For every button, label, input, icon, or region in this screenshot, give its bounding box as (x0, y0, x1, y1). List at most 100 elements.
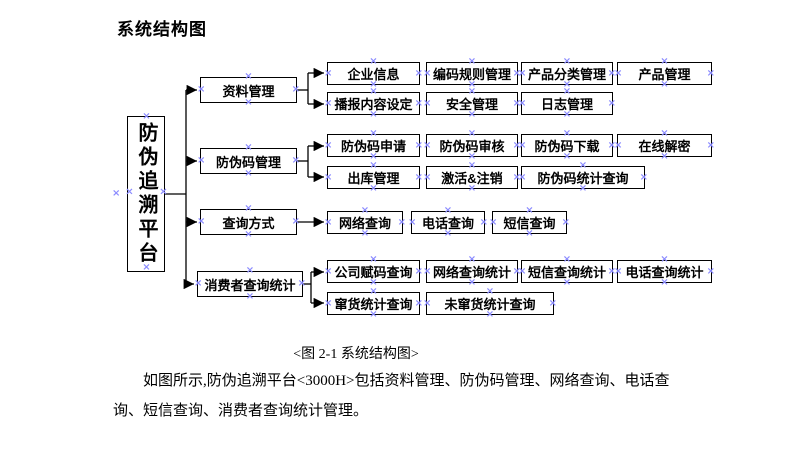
anchor-x-icon: × (578, 183, 588, 194)
anchor-x-icon: × (512, 171, 521, 183)
anchor-x-icon: × (485, 309, 495, 320)
anchor-x-icon: × (414, 97, 423, 109)
anchor-x-icon: × (561, 216, 570, 228)
child-node: 防伪码统计查询×××× (518, 160, 648, 194)
anchor-x-icon: × (324, 67, 333, 79)
child-node: 防伪码下载×××× (518, 128, 616, 162)
anchor-x-icon: × (414, 297, 423, 309)
child-node: 网络查询×××× (324, 205, 406, 239)
anchor-x-icon: × (423, 297, 432, 309)
anchor-x-icon: × (369, 86, 378, 97)
anchor-x-icon: × (614, 67, 623, 79)
anchor-x-icon: × (614, 139, 623, 151)
anchor-x-icon: × (467, 128, 477, 139)
anchor-x-icon: × (706, 139, 715, 151)
anchor-x-icon: × (423, 171, 432, 183)
anchor-x-icon: × (562, 79, 572, 90)
anchor-x-icon: × (467, 56, 477, 67)
child-node: 短信查询统计×××× (518, 254, 616, 288)
anchor-x-icon: × (414, 139, 423, 151)
anchor-x-icon: × (562, 128, 572, 139)
anchor-x-icon: × (562, 86, 572, 97)
anchor-x-icon: × (244, 203, 253, 214)
anchor-x-icon: × (562, 56, 572, 67)
anchor-x-icon: × (660, 128, 669, 139)
anchor-x-icon: × (518, 171, 527, 183)
anchor-x-icon: × (489, 216, 498, 228)
anchor-x-icon: × (414, 171, 423, 183)
anchor-x-icon: × (360, 228, 370, 239)
anchor-x-icon: × (660, 79, 669, 90)
child-node: 产品分类管理×××× (518, 56, 616, 90)
body-paragraph: 如图所示,防伪追溯平台<3000H>包括资料管理、防伪码管理、网络查询、电话查询… (113, 373, 670, 419)
anchor-x-icon: × (660, 254, 669, 265)
anchor-x-icon: × (562, 254, 572, 265)
anchor-x-icon: × (291, 216, 300, 227)
child-node: 窜货统计查询×××× (324, 286, 423, 320)
anchor-x-icon: × (706, 67, 715, 79)
anchor-x-icon: × (244, 168, 253, 179)
anchor-x-icon: × (512, 265, 521, 277)
anchor-x-icon: × (124, 186, 135, 202)
anchor-x-icon: × (291, 155, 300, 166)
anchor-x-icon: × (614, 265, 623, 277)
anchor-x-icon: × (443, 205, 453, 216)
branch-node-anticode-management: 防伪码管理×××× (197, 142, 300, 179)
anchor-x-icon: × (607, 265, 616, 277)
anchor-x-icon: × (518, 67, 527, 79)
child-node: 企业信息×××× (324, 56, 423, 90)
anchor-x-icon: × (369, 286, 378, 297)
child-node: 出库管理×××× (324, 160, 423, 194)
anchor-x-icon: × (197, 84, 206, 95)
anchor-x-icon: × (369, 128, 378, 139)
anchor-x-icon: × (369, 56, 378, 67)
anchor-x-icon: × (706, 265, 715, 277)
child-node: 网络查询统计×××× (423, 254, 521, 288)
anchor-x-icon: × (423, 97, 432, 109)
anchor-x-icon: × (562, 151, 572, 162)
child-node: 激活&注销×××× (423, 160, 521, 194)
child-node: 在线解密×××× (614, 128, 715, 162)
anchor-x-icon: × (512, 67, 521, 79)
child-node: 电话查询统计×××× (614, 254, 715, 288)
child-node: 短信查询×××× (489, 205, 570, 239)
anchor-x-icon: × (525, 205, 534, 216)
child-node: 未窜货统计查询×××× (423, 286, 557, 320)
anchor-x-icon: × (369, 183, 378, 194)
page-title: 系统结构图 (117, 20, 207, 39)
anchor-x-icon: × (297, 278, 306, 289)
anchor-x-icon: × (423, 265, 432, 277)
anchor-x-icon: × (467, 160, 477, 171)
anchor-x-icon: × (467, 79, 477, 90)
anchor-x-icon: × (607, 139, 616, 151)
anchor-x-icon: × (158, 186, 169, 202)
anchor-x-icon: × (369, 309, 378, 320)
child-node: 编码规则管理×××× (423, 56, 521, 90)
anchor-x-icon: × (607, 97, 616, 109)
anchor-x-icon: × (324, 297, 333, 309)
anchor-x-icon: × (244, 97, 253, 108)
anchor-x-icon: × (660, 151, 669, 162)
root-node: 防伪追溯平台×××× (124, 111, 169, 277)
anchor-x-icon: × (414, 67, 423, 79)
anchor-x-icon: × (197, 155, 206, 166)
anchor-x-icon: × (660, 277, 669, 288)
anchor-x-icon: × (324, 97, 333, 109)
child-node: 电话查询×××× (408, 205, 488, 239)
anchor-x-icon: × (369, 109, 378, 120)
anchor-x-icon: × (244, 71, 253, 82)
anchor-x-icon: × (397, 216, 406, 228)
child-node: 防伪码审核×××× (423, 128, 521, 162)
anchor-x-icon: × (291, 84, 300, 95)
anchor-x-icon: × (548, 297, 557, 309)
anchor-x-icon: × (141, 111, 152, 126)
anchor-x-icon: × (467, 151, 477, 162)
anchor-x-icon: × (479, 216, 488, 228)
anchor-x-icon: × (324, 265, 333, 277)
branch-node-data-management: 资料管理×××× (197, 71, 300, 108)
anchor-x-icon: × (607, 67, 616, 79)
anchor-x-icon: × (525, 228, 534, 239)
child-node: 产品管理×××× (614, 56, 715, 90)
anchor-x-icon: × (324, 171, 333, 183)
